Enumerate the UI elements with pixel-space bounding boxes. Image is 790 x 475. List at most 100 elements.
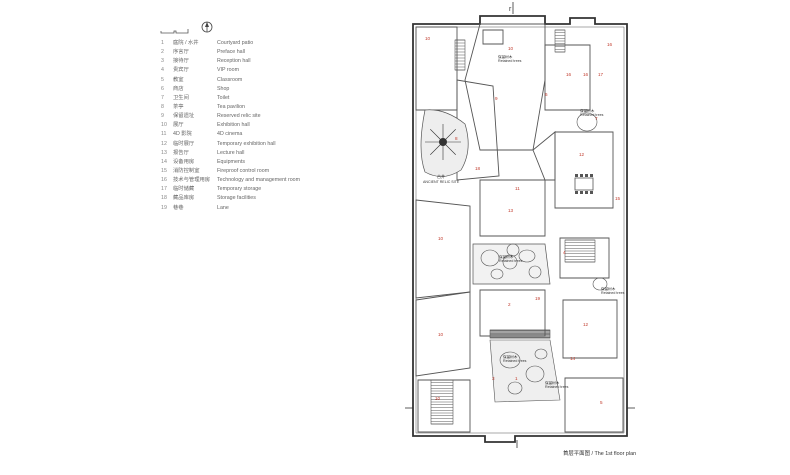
garden-tree — [480, 249, 500, 267]
ramp-steps — [489, 329, 551, 339]
room-number: 10 — [508, 46, 514, 51]
room-number: 6 — [545, 92, 548, 97]
legend-en: Reserved relic site — [217, 113, 261, 120]
legend-num: 10 — [161, 122, 167, 129]
scale-bar — [160, 29, 189, 34]
legend-num: 3 — [161, 58, 164, 65]
legend-en: Exhibition hall — [217, 122, 250, 129]
legend-zh: 贵宾厅 — [173, 67, 189, 74]
room-number: 12 — [579, 152, 585, 157]
legend-num: 19 — [161, 204, 167, 211]
tree-label-zh: 保留树木 — [580, 108, 595, 113]
legend-zh: 临时储藏 — [173, 186, 195, 193]
legend-num: 9 — [161, 113, 164, 120]
tree-label-en: Retained trees — [498, 59, 522, 63]
retained-tree — [592, 277, 608, 291]
legend-num: 16 — [161, 177, 167, 184]
room-number: 16 — [566, 72, 572, 77]
legend-zh: 庭院 / 水井 — [173, 40, 199, 47]
legend-en: Preface hall — [217, 49, 245, 56]
chair — [590, 174, 593, 177]
hatch-frame — [554, 29, 566, 53]
room-number: 16 — [583, 72, 589, 77]
chair — [580, 174, 583, 177]
tree-label-en: Retained trees — [580, 113, 604, 117]
tree-label-en: Retained trees — [503, 359, 527, 363]
chair — [590, 191, 593, 194]
legend-num: 2 — [161, 49, 164, 56]
legend-zh: 巷巷 — [173, 204, 184, 211]
retained-tree — [506, 243, 520, 257]
legend-num: 5 — [161, 76, 164, 83]
chair — [575, 191, 578, 194]
legend-row: 4 贵宾厅 VIP room — [161, 66, 361, 75]
legend-num: 4 — [161, 67, 164, 74]
plan-caption: 首层平面图 / The 1st floor plan — [563, 451, 637, 457]
room-outline — [564, 377, 624, 433]
room-outline — [479, 179, 546, 237]
garden-tree — [525, 365, 545, 383]
room-number: 10 — [438, 332, 444, 337]
room-number: 11 — [515, 186, 520, 191]
garden-tree — [518, 249, 536, 263]
legend-num: 6 — [161, 85, 164, 92]
legend-zh: 教室 — [173, 76, 184, 83]
room-number: 1 — [515, 376, 518, 381]
stair — [454, 39, 466, 71]
room-outline — [559, 237, 610, 279]
room-number: 7 — [595, 116, 598, 121]
legend-en: Temporary exhibition hall — [217, 140, 276, 147]
chair — [585, 174, 588, 177]
north-arrow-icon — [201, 21, 213, 33]
legend-en: Reception hall — [217, 58, 251, 65]
room-outline — [532, 131, 556, 181]
room-outline — [464, 23, 546, 151]
legend-zh: 技术与管理用房 — [173, 177, 211, 184]
hatch-frame — [430, 379, 454, 425]
room-number: 2 — [508, 302, 511, 307]
tree-label-en: Retained trees — [601, 291, 625, 295]
legend-zh: 消防控制室 — [173, 168, 200, 175]
legend-num: 15 — [161, 168, 167, 175]
tree-label-zh: 保留树木 — [499, 254, 514, 259]
tree-label-en: Retained trees — [545, 385, 569, 389]
room-number: 15 — [615, 196, 621, 201]
room-number: 8 — [455, 136, 458, 141]
legend-en: Tea pavilion — [217, 104, 245, 111]
tree-trunk — [439, 138, 447, 146]
legend-en: Equipments — [217, 158, 245, 165]
building-outline — [412, 15, 628, 443]
legend-row: 2 序言厅 Preface hall — [161, 48, 361, 57]
legend-num: 14 — [161, 158, 167, 165]
garden-tree — [528, 265, 542, 279]
legend-en: Classroom — [217, 76, 243, 83]
hatch-frame — [489, 329, 551, 339]
room-outline — [479, 289, 546, 337]
hatch-frame — [564, 239, 596, 263]
legend-en: 4D cinema — [217, 131, 243, 138]
tree-label-en: Retained trees — [499, 259, 523, 263]
legend-zh: 接待厅 — [173, 58, 189, 65]
tree-label-zh: 保留树木 — [601, 286, 616, 291]
legend-zh: 4D 影院 — [173, 131, 192, 138]
lower-garden — [489, 339, 561, 403]
legend-row: 3 接待厅 Reception hall — [161, 57, 361, 66]
legend-zh: 序言厅 — [173, 49, 189, 56]
legend-num: 8 — [161, 104, 164, 111]
legend-zh: 商店 — [173, 85, 184, 92]
room-number: 10 — [438, 236, 444, 241]
courtyard-garden — [472, 243, 551, 285]
legend-en: VIP room — [217, 67, 239, 74]
legend-num: 18 — [161, 195, 167, 202]
legend-en: Shop — [217, 85, 230, 92]
